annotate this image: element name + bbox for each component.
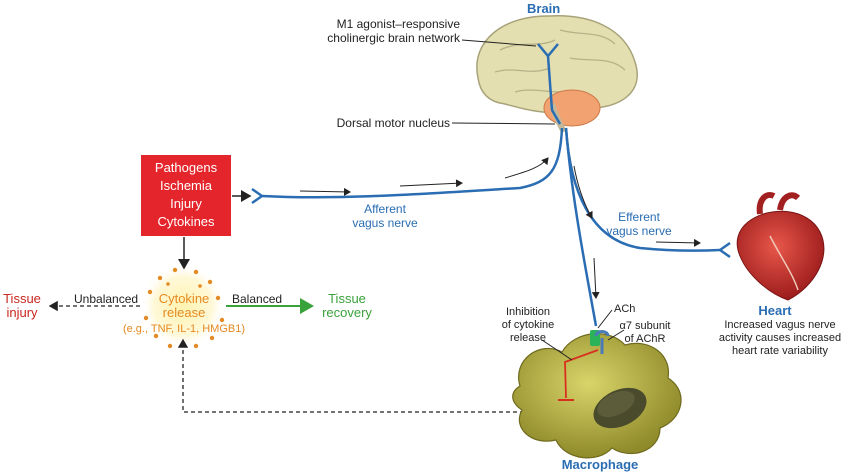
afferent-arrow-3	[504, 157, 549, 179]
m1-leader-line	[461, 39, 537, 47]
alpha7-line-1: α7 subunit	[619, 320, 671, 332]
heart-note-line-2: activity causes increased	[718, 332, 842, 344]
afferent-arrow-1	[299, 187, 351, 196]
efferent-nerve-heart	[564, 127, 721, 252]
inhibition-label: Inhibition of cytokine release	[488, 306, 568, 345]
dmn-leader-line	[451, 122, 556, 125]
macrophage-cell	[512, 333, 682, 459]
afferent-label: Afferent vagus nerve	[340, 202, 430, 230]
feedback-dashed-path	[177, 338, 580, 413]
cytokine-release-label: Cytokine release	[150, 292, 218, 320]
cytokine-line-1: Cytokine	[158, 291, 210, 306]
inhibition-line-2-text: of cytokine	[501, 319, 555, 331]
stimulus-injury: Injury	[170, 196, 202, 211]
ach-label: ACh	[614, 303, 636, 315]
brain-illustration	[476, 15, 638, 134]
tissue-recovery-line-1: Tissue	[328, 291, 366, 306]
heart-terminal	[717, 241, 731, 259]
efferent-line-1: Efferent	[618, 210, 660, 224]
efferent-arrow-1	[573, 165, 593, 219]
receptor-icon	[590, 330, 610, 354]
alpha7-label: α7 subunit of AChR	[614, 320, 676, 346]
heart-label: Heart	[758, 303, 792, 318]
efferent-arrow-2	[655, 238, 701, 247]
m1-network-label: M1 agonist–responsive cholinergic brain …	[310, 17, 460, 45]
tissue-recovery-label: Tissue recovery	[312, 292, 382, 320]
inhibition-line	[564, 349, 599, 399]
m1-network-line-2: cholinergic brain network	[327, 31, 460, 45]
efferent-nerve-macrophage	[564, 127, 598, 327]
afferent-arrow-2	[399, 179, 463, 188]
m1-network-line-1: M1 agonist–responsive	[336, 17, 460, 31]
inhibition-line-3-text: release	[509, 332, 547, 344]
inhibition-leader	[541, 339, 573, 361]
tissue-injury-line-1: Tissue	[3, 291, 41, 306]
cytokine-line-2: release	[162, 305, 206, 320]
ach-leader	[597, 309, 613, 329]
stimulus-box: Pathogens Ischemia Injury Cytokines	[141, 155, 231, 236]
cytokine-examples-label: (e.g., TNF, IL-1, HMGB1)	[122, 323, 246, 335]
stimulus-ischemia: Ischemia	[159, 178, 213, 193]
efferent-arrow-3	[591, 257, 600, 299]
heart-illustration	[736, 192, 825, 301]
afferent-line-1: Afferent	[364, 202, 406, 216]
stimulus-pathogens: Pathogens	[154, 160, 218, 175]
brain-label: Brain	[527, 1, 561, 16]
afferent-line-2: vagus nerve	[352, 216, 418, 230]
efferent-line-2: vagus nerve	[606, 224, 672, 238]
alpha7-leader	[607, 329, 625, 341]
brain-network-neuron	[537, 43, 562, 125]
heart-note-line-3: heart rate variability	[732, 345, 828, 357]
inhibition-line-1-text: Inhibition	[505, 306, 551, 318]
tissue-injury-line-2: injury	[6, 305, 38, 320]
heart-note: Increased vagus nerve activity causes in…	[710, 319, 850, 358]
heart-note-line-1: Increased vagus nerve	[724, 319, 836, 331]
afferent-terminal	[251, 187, 265, 205]
balanced-label: Balanced	[232, 292, 283, 306]
unbalanced-label: Unbalanced	[74, 292, 139, 306]
cytokine-cluster	[141, 264, 225, 349]
macrophage-label: Macrophage	[561, 457, 639, 472]
tissue-recovery-line-2: recovery	[322, 305, 372, 320]
stimulus-cytokines: Cytokines	[157, 214, 215, 229]
afferent-nerve	[261, 127, 564, 199]
efferent-label: Efferent vagus nerve	[594, 210, 684, 238]
alpha7-line-2: of AChR	[624, 333, 666, 345]
dorsal-motor-nucleus-label: Dorsal motor nucleus	[336, 116, 450, 130]
tissue-injury-label: Tissue injury	[0, 292, 44, 320]
